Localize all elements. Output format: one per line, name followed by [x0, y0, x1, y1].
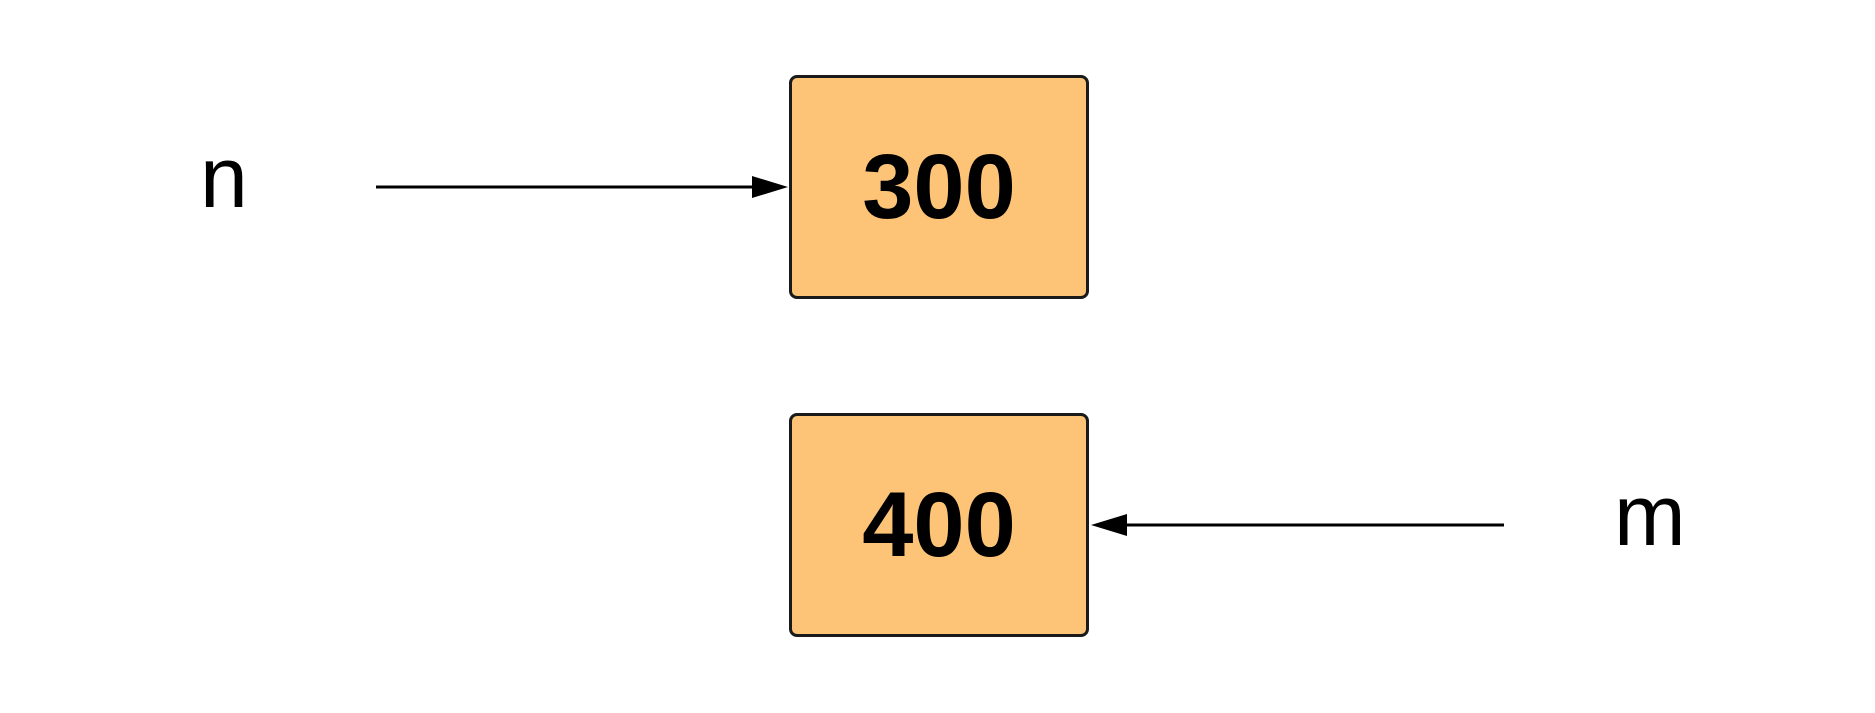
arrowhead-right — [752, 176, 788, 198]
value-box-400: 400 — [789, 413, 1089, 637]
arrowhead-left — [1091, 514, 1127, 536]
arrow-n-to-300 — [376, 176, 788, 198]
value-box-300: 300 — [789, 75, 1089, 299]
arrow-m-to-400 — [1091, 514, 1504, 536]
variable-label-n: n — [200, 130, 248, 226]
value-box-400-text: 400 — [862, 474, 1016, 576]
value-box-300-text: 300 — [862, 136, 1016, 238]
variable-label-m: m — [1614, 468, 1686, 564]
